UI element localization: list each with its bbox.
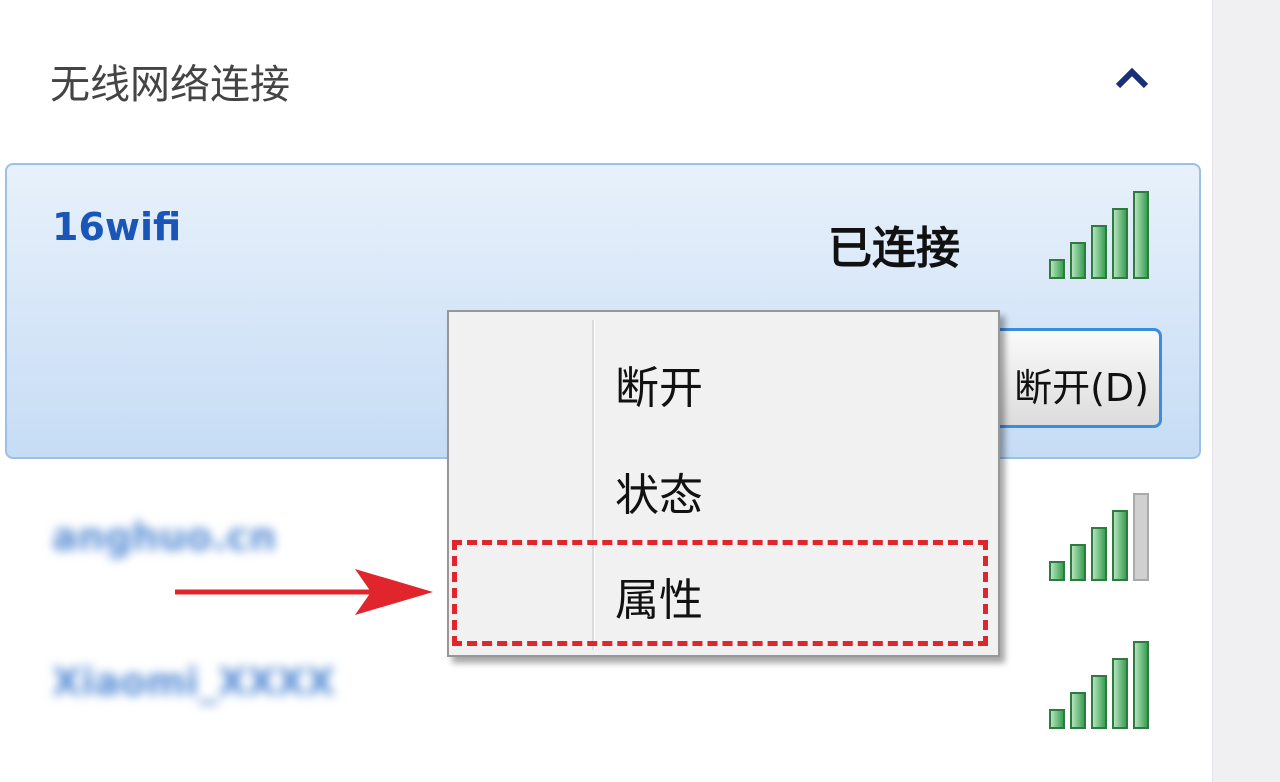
signal-bar [1133,493,1149,581]
menu-item-disconnect[interactable]: 断开 [615,363,703,414]
chevron-up-icon[interactable] [1112,62,1152,92]
signal-bar [1133,641,1149,729]
section-title: 无线网络连接 [50,62,290,108]
signal-bar [1091,675,1107,729]
signal-strength-icon [1049,493,1149,581]
network-ssid: 16wifi [52,205,182,249]
signal-bar [1133,191,1149,279]
menu-item-status[interactable]: 状态 [615,470,703,521]
signal-bar [1112,510,1128,581]
signal-bar [1070,242,1086,279]
network-ssid[interactable]: Xiaomi_XXXX [52,660,335,704]
signal-bar [1049,259,1065,279]
highlight-box [452,540,988,646]
arrow-annotation-icon [175,569,433,615]
signal-strength-icon [1049,641,1149,729]
disconnect-button-label: 断开(D) [1014,366,1149,410]
signal-bar [1112,208,1128,279]
signal-strength-icon [1049,191,1149,279]
signal-bar [1070,692,1086,729]
signal-bar [1091,225,1107,279]
menu-item-properties[interactable]: 属性 [615,575,703,626]
scrollbar-track[interactable] [1212,0,1280,782]
context-menu: 断开 状态 属性 [447,310,1000,657]
signal-bar [1049,561,1065,581]
menu-separator [592,320,595,650]
signal-bar [1112,658,1128,729]
network-ssid[interactable]: anghuo.cn [52,515,277,559]
signal-bar [1070,544,1086,581]
connection-status: 已连接 [828,223,960,274]
signal-bar [1091,527,1107,581]
signal-bar [1049,709,1065,729]
